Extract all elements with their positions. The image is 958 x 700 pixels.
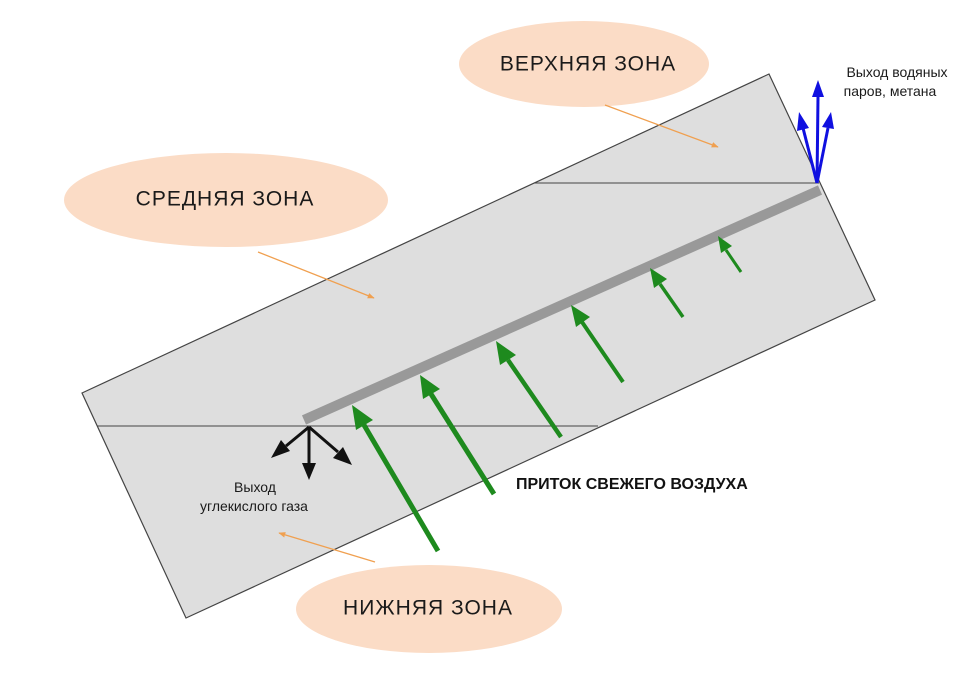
- lower-zone-pointer-arrow: [278, 532, 376, 563]
- middle-zone-label: СРЕДНЯЯ ЗОНА: [136, 188, 315, 211]
- upper-zone-bubble: ВЕРХНЯЯ ЗОНА: [459, 21, 709, 107]
- co2-outflow-arrows: [271, 425, 352, 480]
- fresh-air-arrow: [650, 268, 685, 319]
- middle-zone-bubble: СРЕДНЯЯ ЗОНА: [64, 153, 388, 247]
- middle-zone-pointer-arrow: [257, 251, 375, 299]
- fresh-air-arrow: [718, 236, 743, 273]
- vapor-outflow-arrows: [797, 80, 834, 184]
- vapor-exit-label-line1: Выход водяных: [846, 64, 947, 80]
- co2-exit-label-line2: углекислого газа: [200, 498, 308, 514]
- fresh-air-arrow: [352, 405, 441, 553]
- fresh-air-arrow: [420, 375, 497, 496]
- fresh-air-arrows: [352, 236, 743, 553]
- fresh-air-arrow: [571, 305, 625, 384]
- upper-zone-label: ВЕРХНЯЯ ЗОНА: [500, 53, 676, 76]
- co2-exit-label-line1: Выход: [234, 479, 276, 495]
- fresh-air-arrow: [496, 341, 563, 439]
- lower-zone-bubble: НИЖНЯЯ ЗОНА: [296, 565, 562, 653]
- upper-zone-pointer-arrow: [604, 104, 719, 148]
- fresh-air-inflow-label: ПРИТОК СВЕЖЕГО ВОЗДУХА: [516, 476, 748, 493]
- vapor-exit-label-line2: паров, метана: [844, 83, 937, 99]
- aeration-channel: [301, 185, 823, 425]
- lower-zone-label: НИЖНЯЯ ЗОНА: [343, 597, 513, 620]
